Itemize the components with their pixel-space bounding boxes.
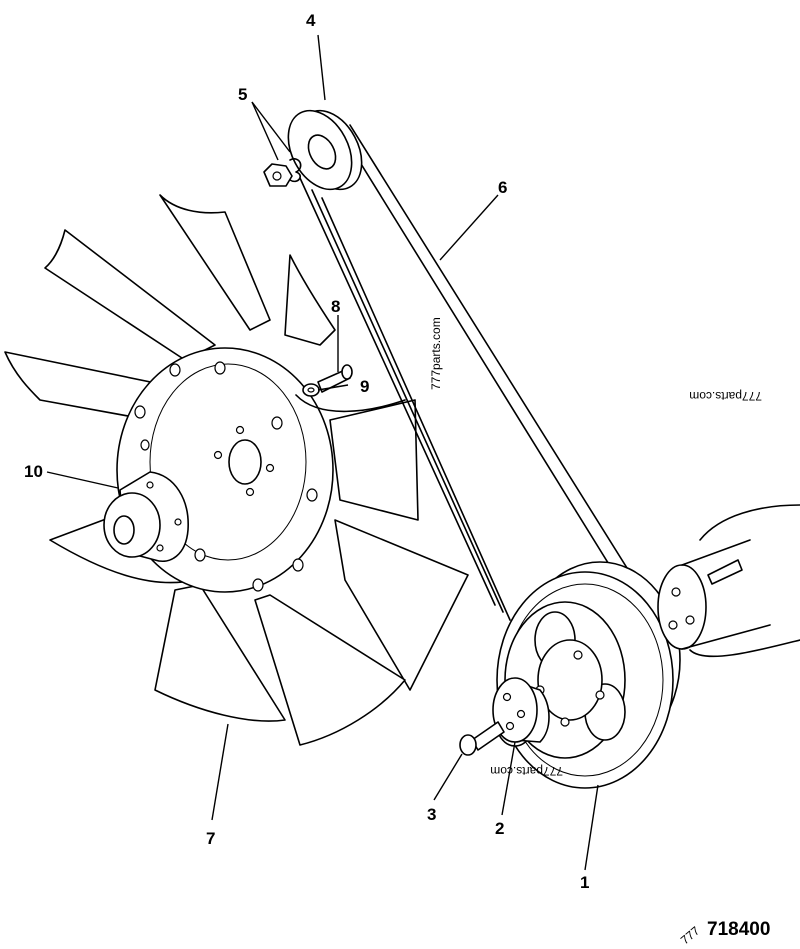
callout-6: 6 [498,178,507,197]
bolt-and-washer [295,364,406,413]
callout-9: 9 [360,377,369,396]
callout-3: 3 [427,805,436,824]
crank-pulley [494,561,681,789]
fan-blade [254,594,406,746]
callout-2: 2 [495,819,504,838]
callout-1: 1 [580,873,589,892]
callout-5: 5 [238,85,247,104]
pulley-adaptor [492,677,550,743]
watermark: 777parts.com [490,764,563,778]
nut-and-washer [263,158,302,187]
idler-pulley [287,109,363,191]
watermark: 777parts.com [689,389,762,403]
adaptor-bolt [459,721,505,756]
watermark: 777parts.com [429,317,443,390]
fan-blade [284,254,336,346]
fan-blade [159,194,271,331]
fan-blade [334,519,469,691]
fan-assembly [4,194,469,746]
fan-blade [329,399,419,521]
fan-spacer [103,471,189,562]
watermark: 777 [678,923,703,947]
callout-4: 4 [306,11,316,30]
crankshaft-end [657,504,800,658]
callout-8: 8 [331,297,340,316]
callout-10: 10 [24,462,43,481]
fan-blade [154,584,286,722]
leader-lines [46,34,599,871]
callout-7: 7 [206,829,215,848]
fan-blade [4,351,166,421]
figure-number: 718400 [707,919,770,940]
fan-blade [44,229,216,361]
